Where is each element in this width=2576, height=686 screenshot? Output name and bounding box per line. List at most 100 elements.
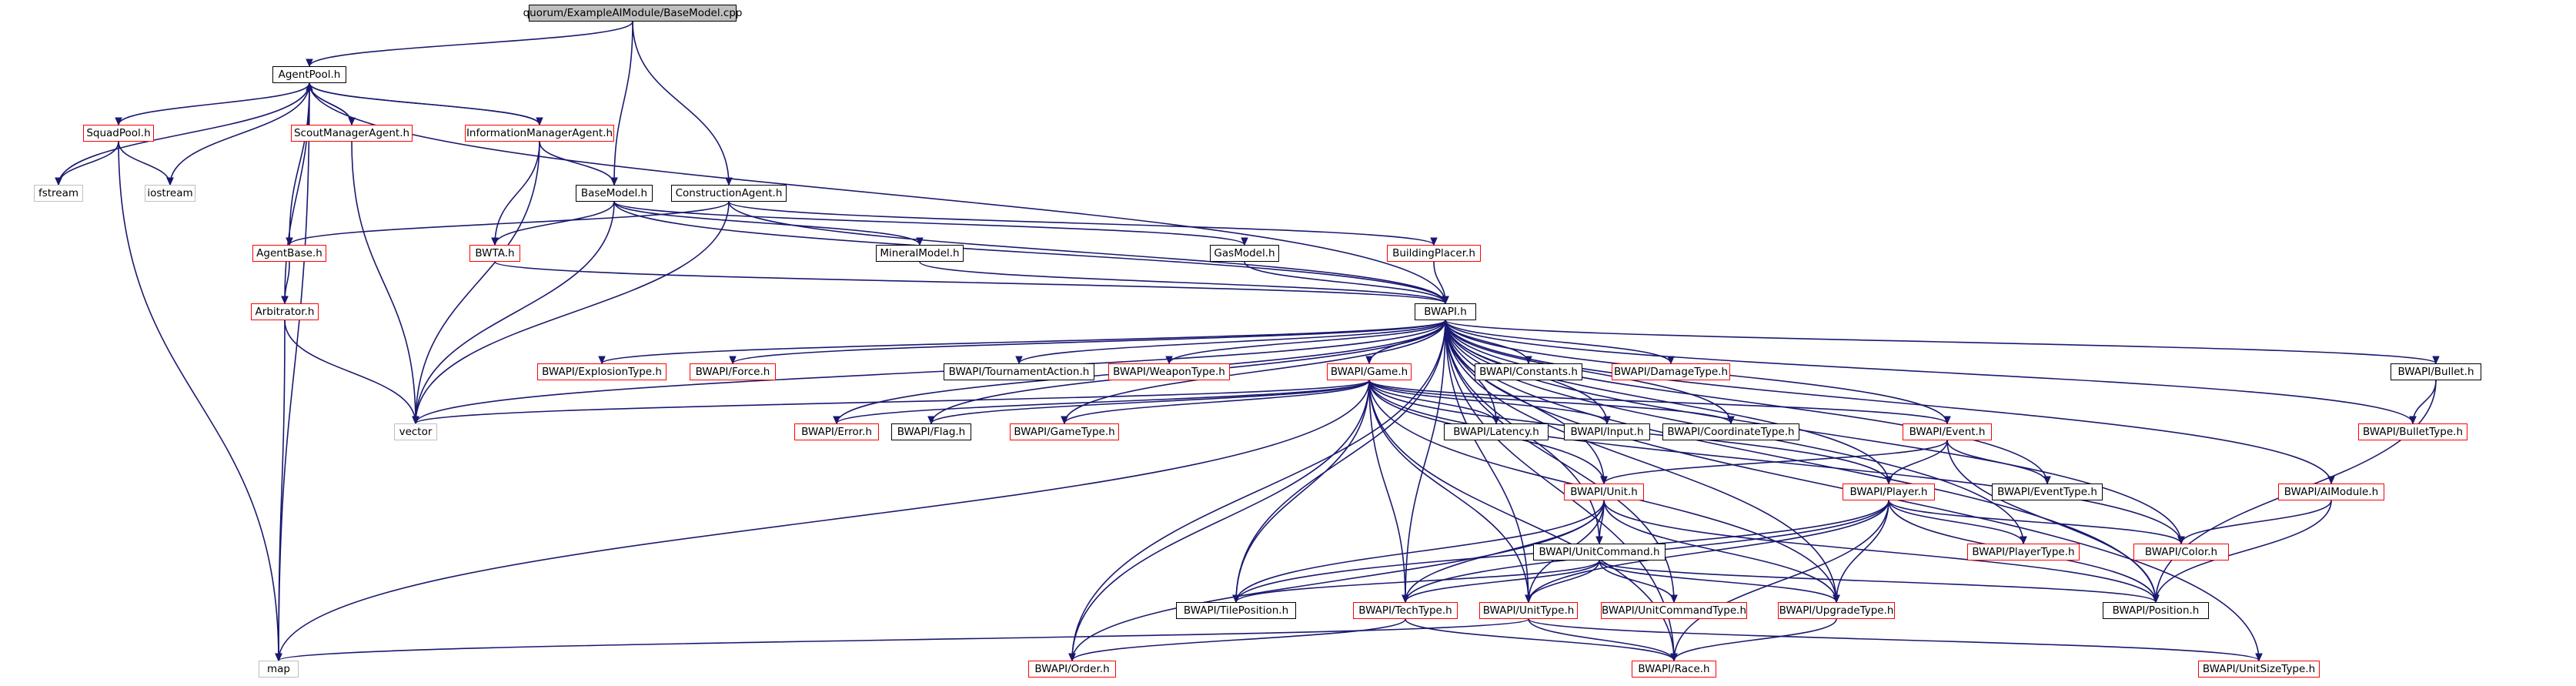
node-flag[interactable]: BWAPI/Flag.h (891, 423, 971, 440)
edge-infomgr-to-basemodel (539, 141, 615, 186)
node-weapontype[interactable]: BWAPI/WeaponType.h (1108, 363, 1230, 380)
node-techtype[interactable]: BWAPI/TechType.h (1353, 602, 1458, 619)
edge-squadpool-to-iostream (118, 141, 171, 186)
node-constants[interactable]: BWAPI/Constants.h (1475, 363, 1582, 380)
edge-arrowhead-basemodel-to-bwta (491, 237, 499, 246)
node-gametype[interactable]: BWAPI/GameType.h (1010, 423, 1119, 440)
node-event[interactable]: BWAPI/Event.h (1903, 423, 1992, 440)
edge-bwapi-to-tileposition (1235, 320, 1446, 603)
edge-arrowhead-event-to-player (1885, 476, 1893, 485)
node-scoutmanageragent[interactable]: ScoutManagerAgent.h (291, 125, 413, 142)
edge-arrowhead-game-to-event (1943, 416, 1951, 425)
node-order[interactable]: BWAPI/Order.h (1028, 661, 1116, 678)
node-gasmodel[interactable]: GasModel.h (1210, 245, 1279, 262)
edge-bwapi-to-explosiontype (601, 320, 1446, 364)
edge-upgradetype-to-race (1673, 618, 1837, 661)
edge-unit-to-tileposition (1235, 500, 1605, 603)
node-playertype[interactable]: BWAPI/PlayerType.h (1967, 544, 2080, 561)
edge-arrowhead-techtype-to-order (1068, 653, 1076, 662)
node-latency[interactable]: BWAPI/Latency.h (1444, 423, 1549, 440)
edge-unittype-to-race (1528, 618, 1675, 661)
node-bwta[interactable]: BWTA.h (469, 245, 520, 262)
edge-game-to-tileposition (1235, 380, 1370, 603)
edge-game-to-input (1368, 380, 1608, 424)
node-bwapi[interactable]: BWAPI.h (1415, 303, 1476, 320)
edge-arrowhead-unit-to-unitcommand (1595, 536, 1603, 545)
node-player[interactable]: BWAPI/Player.h (1843, 484, 1935, 500)
edge-event-to-eventtype (1946, 440, 2048, 484)
node-constructionagent[interactable]: ConstructionAgent.h (671, 185, 787, 202)
edge-player-to-unittype (1528, 500, 1889, 603)
node-color[interactable]: BWAPI/Color.h (2133, 544, 2229, 561)
edge-bwapi-to-gametype (1064, 320, 1446, 424)
node-tournamentaction[interactable]: BWAPI/TournamentAction.h (944, 363, 1094, 380)
edge-player-to-upgradetype (1836, 500, 1889, 603)
edge-techtype-to-race (1405, 618, 1675, 661)
node-unitsizetype[interactable]: BWAPI/UnitSizeType.h (2198, 661, 2320, 678)
node-tileposition[interactable]: BWAPI/TilePosition.h (1176, 602, 1296, 619)
node-informationmanageragent[interactable]: InformationManagerAgent.h (465, 125, 614, 142)
edge-construction-to-bwapi (728, 201, 1446, 304)
edge-game-to-map (278, 380, 1370, 661)
node-bullettype[interactable]: BWAPI/BulletType.h (2358, 423, 2467, 440)
node-basemodel[interactable]: BaseModel.h (576, 185, 653, 202)
node-force[interactable]: BWAPI/Force.h (690, 363, 776, 380)
node-error[interactable]: BWAPI/Error.h (794, 423, 879, 440)
edge-arrowhead-event-to-eventtype (2043, 476, 2051, 485)
edge-arrowhead-unittype-to-unitsizetype (2255, 653, 2263, 662)
edge-basemodel-to-vector (415, 201, 615, 424)
node-iostream: iostream (145, 185, 195, 202)
node-eventtype[interactable]: BWAPI/EventType.h (1992, 484, 2103, 500)
edge-unitcommand-to-upgradetype (1599, 560, 1837, 603)
edge-arrowhead-basemodel-to-gasmodel (1241, 237, 1248, 246)
edge-game-to-vector (415, 380, 1370, 424)
edge-bwapi-to-force (732, 320, 1446, 364)
edge-gasmodel-to-bwapi (1244, 261, 1446, 304)
edge-bwapi-to-vector (415, 320, 1446, 424)
node-position[interactable]: BWAPI/Position.h (2103, 602, 2209, 619)
node-aimodule[interactable]: BWAPI/AIModule.h (2278, 484, 2384, 500)
node-explosiontype[interactable]: BWAPI/ExplosionType.h (537, 363, 667, 380)
node-unitcommand[interactable]: BWAPI/UnitCommand.h (1533, 544, 1666, 561)
node-agentpool[interactable]: AgentPool.h (272, 66, 346, 83)
edge-arrowhead-infomgr-to-agentpool (306, 82, 313, 91)
node-upgradetype[interactable]: BWAPI/UpgradeType.h (1778, 602, 1895, 619)
edge-bwapi-to-eventtype (1445, 320, 2048, 484)
node-game[interactable]: BWAPI/Game.h (1327, 363, 1412, 380)
edge-basemodel-to-mineral (613, 201, 920, 246)
node-buildingplacer[interactable]: BuildingPlacer.h (1387, 245, 1481, 262)
edge-game-to-techtype (1368, 380, 1406, 603)
edge-arrowhead-game-to-flag (927, 416, 935, 425)
node-damagetype[interactable]: BWAPI/DamageType.h (1612, 363, 1730, 380)
node-squadpool[interactable]: SquadPool.h (83, 125, 154, 142)
edge-infomgr-to-bwta (494, 141, 540, 246)
node-agentbase[interactable]: AgentBase.h (252, 245, 326, 262)
edge-infomgr-to-agentpool (309, 82, 540, 125)
edge-aimodule-to-position (2155, 500, 2332, 603)
edge-arrowhead-agentpool-to-squadpool (115, 117, 122, 126)
node-bullet[interactable]: BWAPI/Bullet.h (2391, 363, 2481, 380)
edge-unit-to-position (1603, 500, 2157, 603)
edge-basemodel-to-bwta (494, 201, 615, 246)
edge-bwapi-to-bullettype (1445, 320, 2414, 424)
node-input[interactable]: BWAPI/Input.h (1564, 423, 1650, 440)
edge-basemodel-to-gasmodel (613, 201, 1245, 246)
edge-unit-to-upgradetype (1603, 500, 1837, 603)
edge-scoutmgr-to-vector (351, 141, 416, 424)
node-arbitrator[interactable]: Arbitrator.h (251, 303, 319, 320)
edge-arrowhead-agentbase-to-arbitrator (281, 296, 289, 305)
node-unitcommandtype[interactable]: BWAPI/UnitCommandType.h (1601, 602, 1747, 619)
edge-arrowhead-bullet-to-bullettype (2409, 416, 2417, 425)
node-unit[interactable]: BWAPI/Unit.h (1564, 484, 1644, 500)
edge-agentpool-to-arbitrator (284, 82, 310, 304)
node-coordinatetype[interactable]: BWAPI/CoordinateType.h (1662, 423, 1799, 440)
node-mineralmodel[interactable]: MineralModel.h (876, 245, 964, 262)
edge-game-to-gametype (1064, 380, 1370, 424)
edge-root-to-agentpool (309, 21, 633, 67)
node-race[interactable]: BWAPI/Race.h (1632, 661, 1716, 678)
edge-construction-to-agentbase (289, 201, 730, 246)
edge-arbitrator-to-map (278, 320, 286, 661)
node-unittype[interactable]: BWAPI/UnitType.h (1479, 602, 1578, 619)
